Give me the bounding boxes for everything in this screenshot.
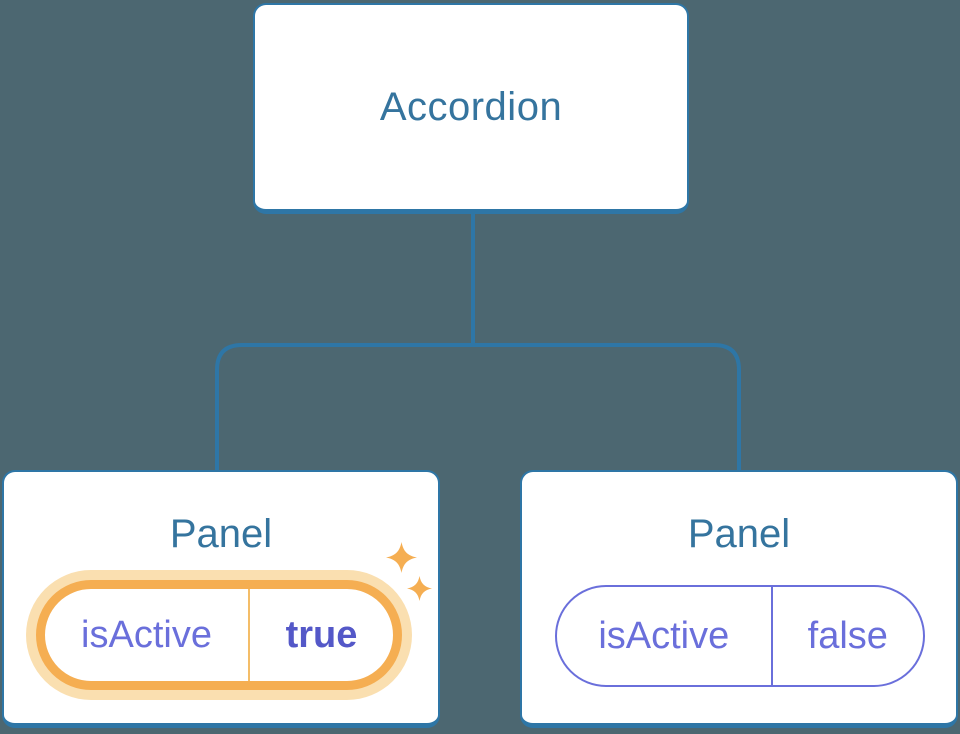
accordion-node: Accordion bbox=[253, 3, 689, 214]
panel-node-active: Panel isActive true bbox=[2, 470, 440, 728]
sparkle-icon bbox=[386, 542, 417, 573]
state-key: isActive bbox=[598, 614, 730, 657]
panel-node-label: Panel bbox=[687, 512, 791, 556]
state-value: false bbox=[770, 587, 923, 685]
accordion-node-label: Accordion bbox=[379, 84, 563, 129]
state-pill-active: isActive true bbox=[36, 580, 402, 690]
state-value: true bbox=[248, 589, 393, 681]
panel-node-inactive: Panel isActive false bbox=[520, 470, 958, 728]
state-key: isActive bbox=[81, 613, 212, 656]
sparkle-icon bbox=[407, 576, 432, 601]
connector-branch bbox=[215, 343, 741, 472]
panel-node-label: Panel bbox=[169, 512, 273, 556]
state-pill-inactive: isActive false bbox=[555, 585, 925, 687]
